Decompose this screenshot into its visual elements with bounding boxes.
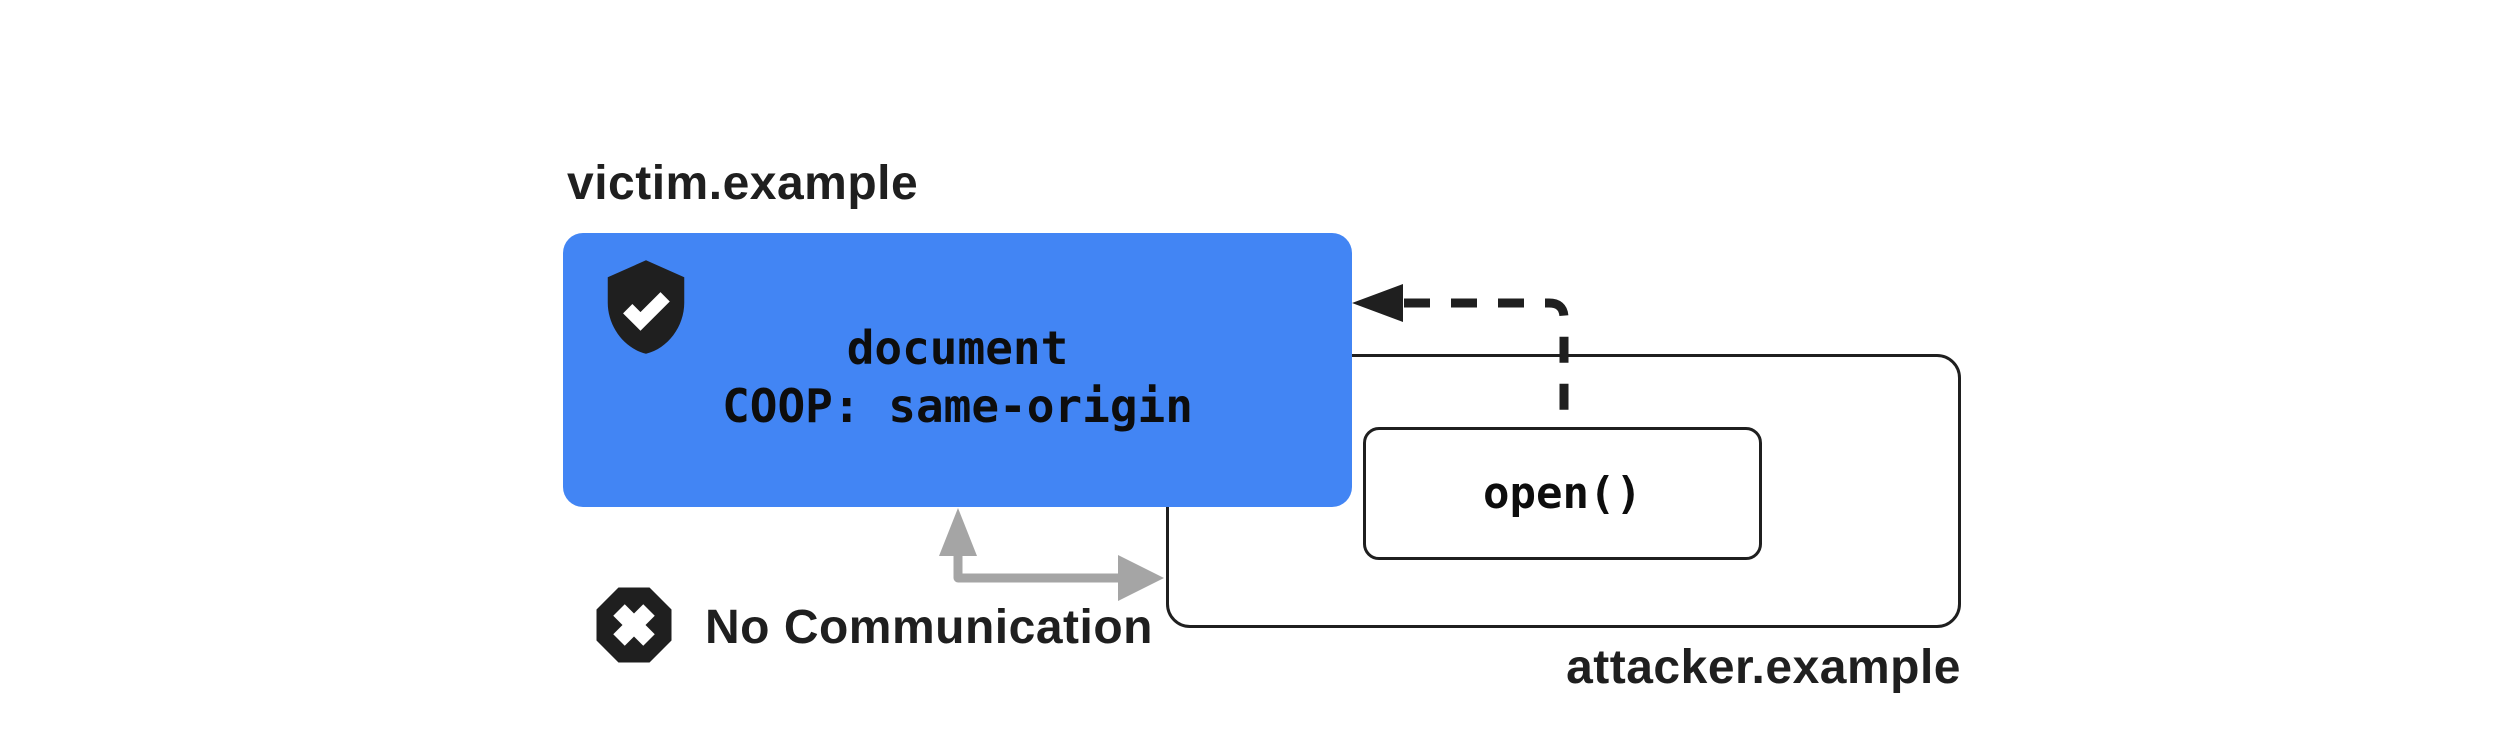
no-communication-label: No Communication <box>705 601 1153 654</box>
victim-document-box: document COOP: same-origin <box>563 233 1352 507</box>
shield-check-icon <box>607 260 685 354</box>
x-octagon-icon <box>596 587 672 663</box>
victim-domain-label: victim.example <box>567 157 919 210</box>
open-call-box: open() <box>1363 427 1762 560</box>
blocked-communication-arrow <box>939 508 1164 601</box>
open-call-label: open() <box>1483 468 1642 519</box>
document-line: document <box>846 321 1069 375</box>
attacker-domain-label: attacker.example <box>1566 641 1961 694</box>
coop-header-line: COOP: same-origin <box>722 379 1193 433</box>
victim-document-text: document COOP: same-origin <box>563 319 1352 435</box>
